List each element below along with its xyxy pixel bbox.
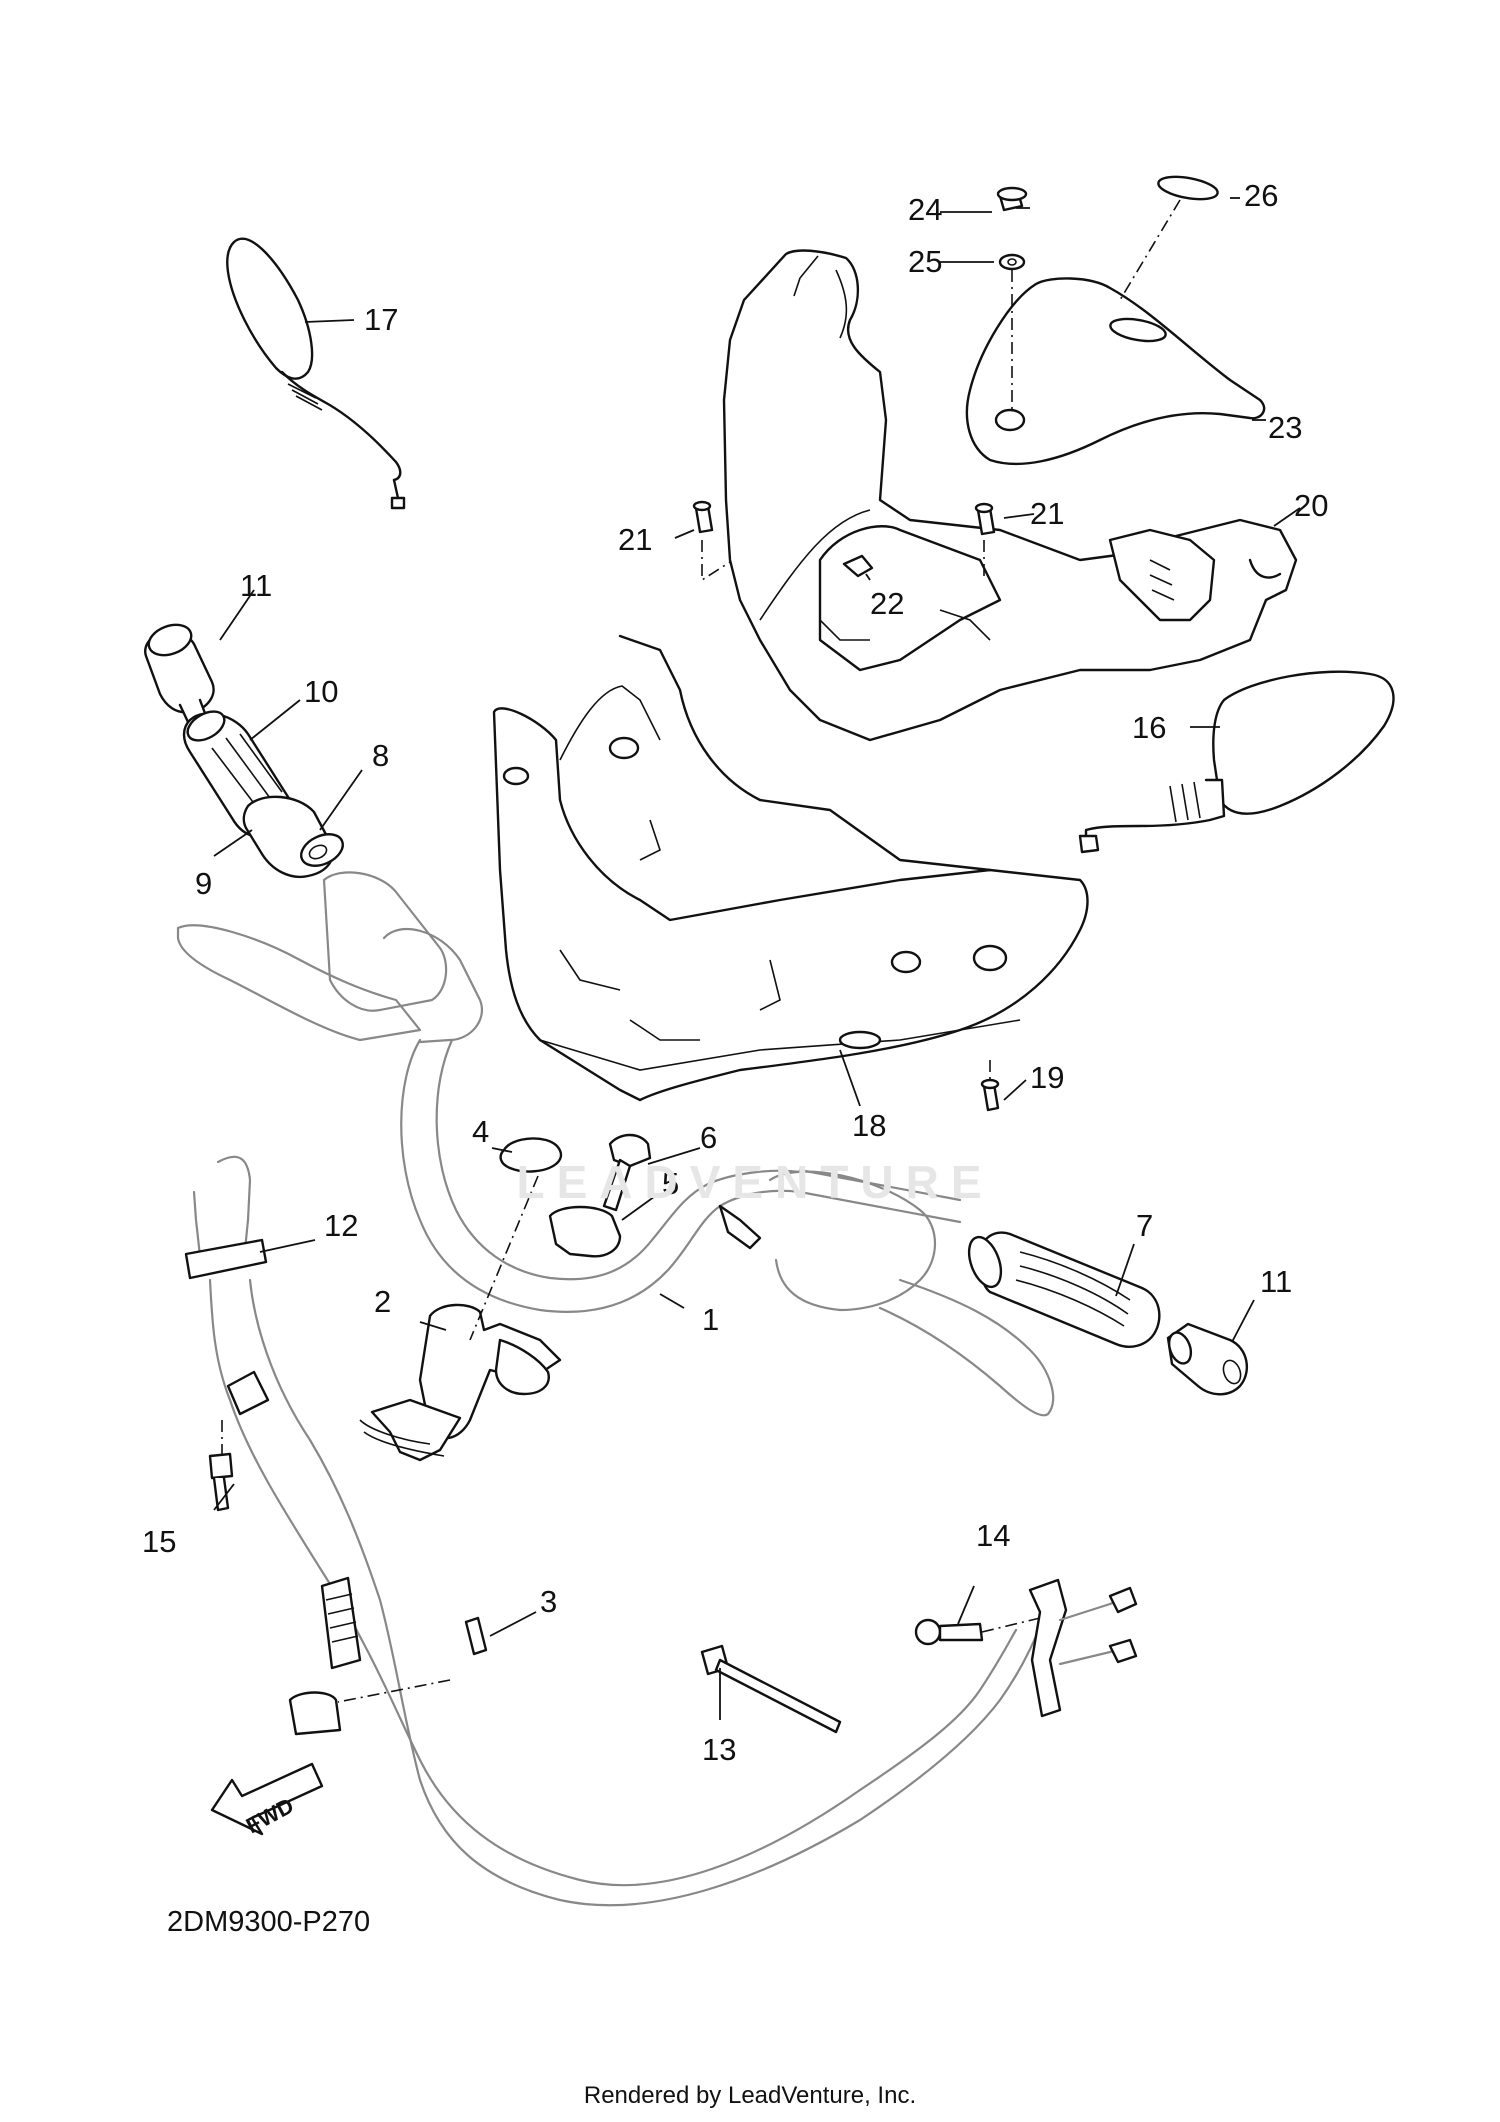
callout-1: 1	[702, 1302, 719, 1337]
part-21-screws	[692, 500, 996, 536]
callout-17: 17	[364, 302, 398, 337]
callout-19: 19	[1030, 1060, 1064, 1095]
part-2-holder	[359, 1303, 562, 1462]
callout-labels: 1 2 3 4 5 6 7 8 9 10 11 11 12 13 14 15 1…	[142, 178, 1328, 1767]
leader-lines	[213, 197, 1301, 1720]
callout-23: 23	[1268, 410, 1302, 445]
part-17-left-mirror	[226, 237, 406, 510]
callout-9: 9	[195, 866, 212, 901]
diagram-code: 2DM9300-P270	[167, 1906, 371, 1938]
callout-7: 7	[1136, 1208, 1153, 1243]
callout-24: 24	[908, 192, 942, 227]
callout-20: 20	[1294, 488, 1328, 523]
callout-3: 3	[540, 1584, 557, 1619]
part-19-screw	[980, 1078, 1000, 1112]
throttle-cables	[184, 1155, 1038, 1907]
fwd-arrow-icon	[210, 1762, 324, 1836]
callout-16: 16	[1132, 710, 1166, 745]
part-3-cable-end	[288, 1576, 488, 1736]
part-23-top-cover	[965, 277, 1266, 466]
callout-2: 2	[374, 1284, 391, 1319]
callout-6: 6	[700, 1120, 717, 1155]
callout-21-right: 21	[1030, 496, 1064, 531]
callout-25: 25	[908, 244, 942, 279]
callout-14: 14	[976, 1518, 1010, 1553]
part-8-9-throttle-assembly	[242, 795, 344, 879]
callout-4: 4	[472, 1114, 489, 1149]
callout-11-left: 11	[240, 568, 272, 603]
footer-credit: Rendered by LeadVenture, Inc.	[0, 2082, 1500, 2110]
callout-12: 12	[324, 1208, 358, 1243]
callout-13: 13	[702, 1732, 736, 1767]
part-1-handlebar	[400, 1038, 1055, 1417]
callout-15: 15	[142, 1524, 176, 1559]
part-11-left-bar-end	[144, 623, 215, 724]
callout-26: 26	[1244, 178, 1278, 213]
alignment-lines	[221, 199, 1181, 1703]
part-20-handle-cover-upper	[722, 249, 1298, 742]
part-13-cable-tie	[700, 1644, 842, 1734]
callout-5: 5	[662, 1166, 679, 1201]
callout-22: 22	[870, 586, 904, 621]
callout-18: 18	[852, 1108, 886, 1143]
callout-11-right: 11	[1260, 1264, 1292, 1299]
callout-21-left: 21	[618, 522, 652, 557]
callout-10: 10	[304, 674, 338, 709]
footer-text: Rendered by LeadVenture, Inc.	[583, 2082, 917, 2109]
part-14-bracket-screw	[914, 1578, 1138, 1718]
part-18-handle-cover-lower	[492, 634, 1089, 1102]
part-4-5-6-clamp-bolt	[499, 1133, 652, 1258]
part-7-right-grip	[967, 1231, 1161, 1348]
part-16-right-mirror	[1078, 670, 1395, 854]
part-24-25-26-fasteners	[996, 175, 1219, 271]
watermark: LEADVENTURE	[516, 1156, 994, 1208]
part-11-right-bar-end	[1166, 1322, 1249, 1396]
left-lever-outline	[176, 871, 483, 1044]
callout-8: 8	[372, 738, 389, 773]
